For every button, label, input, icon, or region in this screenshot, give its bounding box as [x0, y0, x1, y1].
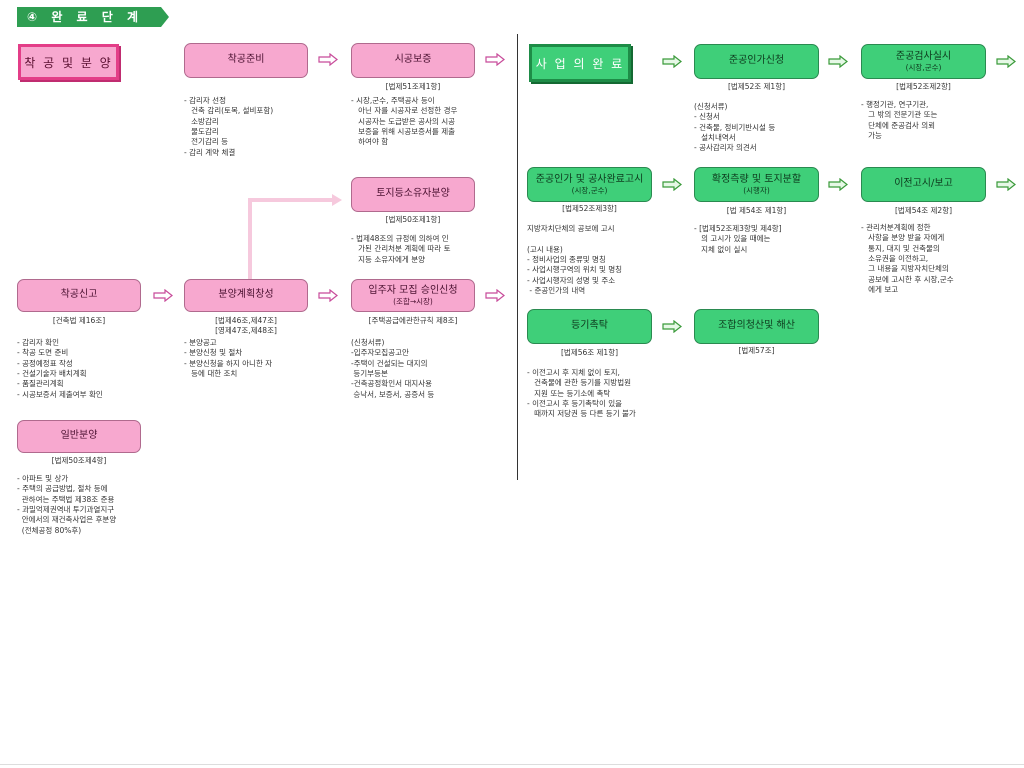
heading-project-completion: 사 업 의 완 료	[529, 44, 631, 82]
section-divider	[517, 34, 518, 480]
ref-liquidation: [법제57조]	[738, 346, 775, 355]
node-liquidation[interactable]: 조합의청산및 해산	[694, 309, 819, 344]
node-title: 준공인가 및 공사완료고시	[535, 173, 644, 185]
arrow-green-icon	[662, 55, 682, 68]
node-completion-notice[interactable]: 준공인가 및 공사완료고시 (시장,군수)	[527, 167, 652, 202]
arrow-green-icon	[828, 55, 848, 68]
node-construction-report[interactable]: 착공신고	[17, 279, 141, 312]
desc-inspection: - 행정기관, 연구기관, 그 밖의 전문기관 또는 단체에 준공검사 의뢰 가…	[861, 100, 938, 141]
arrow-green-icon	[662, 178, 682, 191]
page-bottom-rule	[0, 764, 1024, 765]
desc-registration: - 이전고시 후 지체 없이 토지, 건축물에 관한 등기를 지방법원 지원 또…	[527, 368, 636, 419]
ref-tenant: [주택공급에관한규칙 제8조]	[368, 316, 458, 325]
node-title: 토지등소유자분양	[376, 188, 450, 200]
heading-construction-sale: 착 공 및 분 양	[18, 44, 119, 80]
desc-guarantee: - 시장,군수, 주택공사 등이 아닌 자를 시공자로 선정한 경우 시공자는 …	[351, 96, 458, 147]
node-subtitle: (시장,군수)	[571, 186, 608, 196]
ref-inspection: [법제52조제2항]	[896, 82, 951, 91]
node-title: 착공신고	[60, 289, 98, 301]
node-construction-guarantee[interactable]: 시공보증	[351, 43, 475, 78]
node-title: 입주자 모집 승인신청	[368, 284, 458, 296]
arrow-green-icon	[662, 320, 682, 333]
ref-transfer: [법제54조 제2항]	[894, 206, 953, 215]
ref-survey: [법 제54조 제1항]	[726, 206, 787, 215]
node-title: 준공인가신청	[728, 55, 785, 67]
desc-approval-request: (신청서류) - 신청서 - 건축물, 정비기반시설 등 설치내역서 - 공사감…	[694, 102, 776, 153]
ref-land-owner: [법제50조제1항]	[385, 215, 441, 224]
node-tenant-approval[interactable]: 입주자 모집 승인신청 (조합→시장)	[351, 279, 475, 312]
node-registration[interactable]: 등기촉탁	[527, 309, 652, 344]
node-title: 이전고시/보고	[894, 178, 953, 190]
stage-title: ④ 완 료 단 계	[17, 7, 169, 27]
desc-survey: - [법제52조제3항및 제4항] 의 고시가 있을 때에는 지체 없이 실시	[694, 224, 782, 254]
node-general-sale[interactable]: 일반분양	[17, 420, 141, 453]
node-inspection[interactable]: 준공검사실시 (시장,군수)	[861, 44, 986, 79]
ref-registration: [법제56조 제1항]	[560, 348, 619, 357]
arrow-pink-icon	[318, 289, 338, 302]
ref-completion-notice: [법제52조제3항]	[562, 204, 617, 213]
node-title: 조합의청산및 해산	[718, 320, 795, 332]
node-subtitle: (시장,군수)	[905, 63, 942, 73]
node-subtitle: (조합→시장)	[393, 297, 433, 307]
node-title: 분양계획창성	[218, 289, 274, 301]
node-title: 착공준비	[227, 54, 265, 66]
arrow-green-icon	[996, 178, 1016, 191]
arrow-pink-icon	[153, 289, 173, 302]
desc-construction-report: - 감리자 확인 - 착공 도면 준비 - 공정예정표 작성 - 건설기술자 배…	[17, 338, 103, 399]
node-transfer-notice[interactable]: 이전고시/보고	[861, 167, 986, 202]
node-title: 확정측량 및 토지분할	[711, 173, 802, 185]
node-survey[interactable]: 확정측량 및 토지분할 (시행자)	[694, 167, 819, 202]
desc-tenant: (신청서류) -입주자모집공고안 -주택이 건설되는 대지의 등기부등본 -건축…	[351, 338, 435, 399]
desc-transfer: - 관리처분계획에 정한 사항을 분양 받을 자에게 통지, 대지 및 건축물의…	[861, 223, 954, 295]
arrow-pink-icon	[485, 289, 505, 302]
node-construction-prep[interactable]: 착공준비	[184, 43, 308, 78]
node-title: 준공검사실시	[895, 50, 952, 62]
desc-land-owner: - 법제48조의 규정에 의하여 인 가된 간리처분 계획에 따라 토 지등 소…	[351, 234, 451, 264]
node-approval-request[interactable]: 준공인가신청	[694, 44, 819, 79]
node-land-owner-sale[interactable]: 토지등소유자분양	[351, 177, 475, 212]
ref-approval-request: [법제52조 제1항]	[727, 82, 786, 91]
node-title: 일반분양	[60, 430, 98, 442]
ref-report: [건축법 제16조]	[52, 316, 106, 325]
desc-sale-plan: - 분양공고 - 분양신청 및 절차 - 분양신청을 하지 아니한 자 등에 대…	[184, 338, 273, 379]
ref-sale-plan: [법제46조,제47조] [영제47조,제48조]	[215, 316, 277, 336]
arrow-green-icon	[828, 178, 848, 191]
node-sale-plan[interactable]: 분양계획창성	[184, 279, 308, 312]
ref-guarantee: [법제51조제1항]	[385, 82, 441, 91]
node-title: 등기촉탁	[571, 320, 608, 332]
arrow-green-icon	[996, 55, 1016, 68]
node-subtitle: (시행자)	[743, 186, 770, 196]
arrow-pink-icon	[485, 53, 505, 66]
desc-construction-prep: - 감리자 선정 건축 감리(토목, 설비포함) 소방감리 물도감리 전기감리 …	[184, 96, 274, 157]
ref-general-sale: [법제50조제4항]	[51, 456, 107, 465]
desc-general-sale: - 아파트 및 상가 - 주택의 공급방법, 절차 등에 관하여는 주택법 제3…	[17, 474, 117, 535]
node-title: 시공보증	[394, 54, 432, 66]
arrow-pink-icon	[318, 53, 338, 66]
desc-completion-notice: 지방자치단체의 공보에 고시 (고시 내용) - 정비사업의 종류및 명칭 - …	[527, 224, 623, 296]
